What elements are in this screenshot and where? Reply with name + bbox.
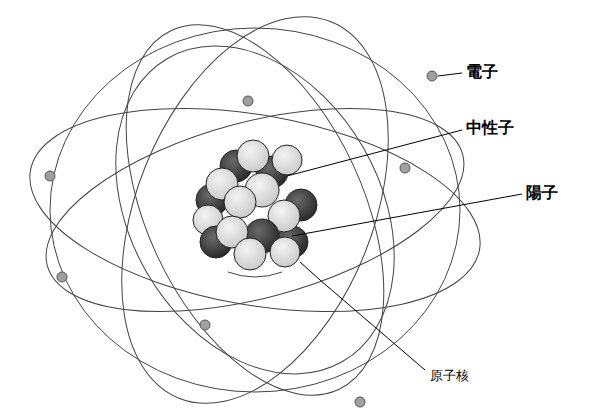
electron (45, 171, 55, 181)
neutron (270, 237, 300, 267)
orbit (25, 69, 486, 350)
electron (427, 71, 437, 81)
leader-line (300, 262, 425, 370)
nucleus (193, 140, 317, 270)
orbit (70, 0, 441, 420)
leader-lines (287, 73, 522, 370)
part-label: 原子核 (428, 368, 471, 384)
nucleus-arc (228, 272, 282, 277)
orbit (50, 28, 460, 392)
electron (200, 320, 210, 330)
electron (57, 272, 67, 282)
orbit (14, 77, 496, 343)
electron (243, 96, 253, 106)
orbit-group (14, 0, 496, 420)
leader-line (292, 194, 522, 236)
part-label: 陽子 (524, 183, 560, 203)
part-label: 電子 (464, 62, 500, 82)
orbit (59, 0, 451, 420)
orbit (73, 0, 436, 420)
electron-group (45, 71, 437, 407)
leader-line (287, 130, 462, 176)
neutron (224, 186, 256, 218)
electron (400, 163, 410, 173)
neutron (234, 238, 266, 270)
electron (355, 397, 365, 407)
part-label: 中性子 (464, 118, 516, 138)
neutron (237, 140, 269, 172)
leader-line (438, 73, 462, 76)
neutron (272, 145, 302, 175)
